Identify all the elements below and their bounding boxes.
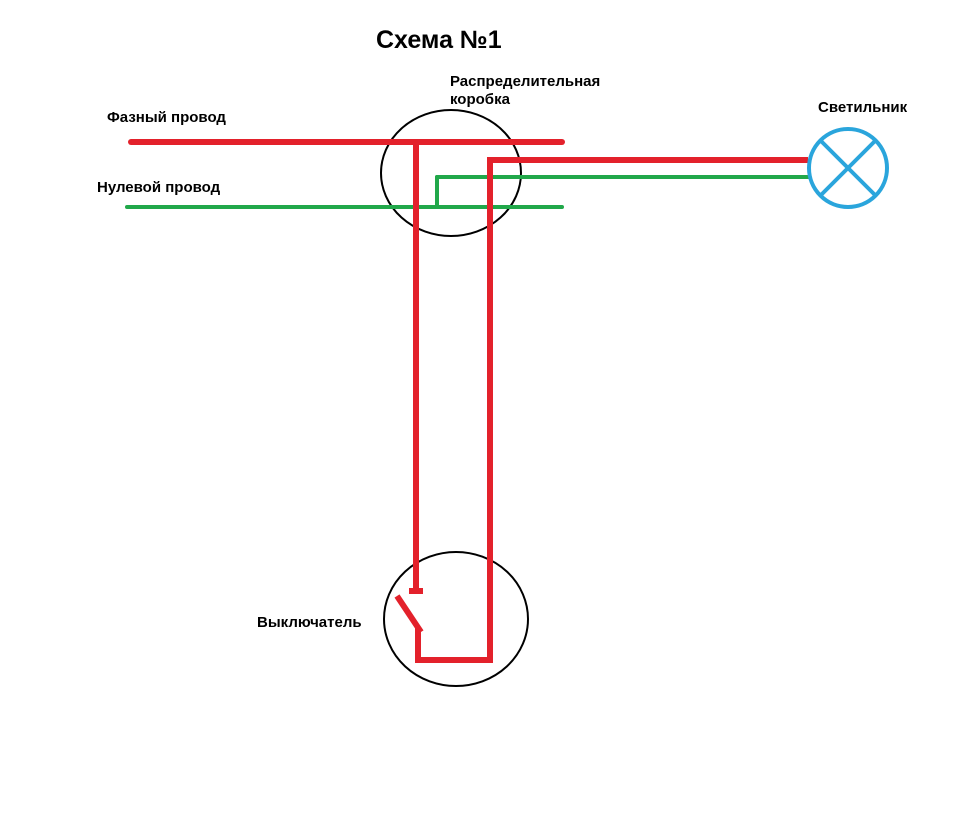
phase-wires (128, 139, 808, 663)
lamp-cross-b (818, 138, 878, 198)
switch-label: Выключатель (257, 614, 362, 631)
junction-box-label-line2: коробка (450, 91, 510, 108)
junction-box-label-line1: Распределительная (450, 73, 601, 90)
switch-lever (394, 594, 424, 634)
phase-wire-label: Фазный провод (107, 109, 226, 126)
lamp-symbol (807, 127, 889, 209)
junction-box-label: Распределительная коробка (450, 73, 600, 109)
lamp-label: Светильник (818, 99, 908, 116)
neutral-wires (125, 175, 810, 209)
diagram-title: Схема №1 (376, 26, 502, 54)
lamp-circle (807, 127, 889, 209)
neutral-wire-label: Нулевой провод (97, 179, 221, 196)
switch-return-wire (415, 160, 493, 663)
switch-housing (383, 551, 529, 687)
junction-box (380, 109, 522, 237)
